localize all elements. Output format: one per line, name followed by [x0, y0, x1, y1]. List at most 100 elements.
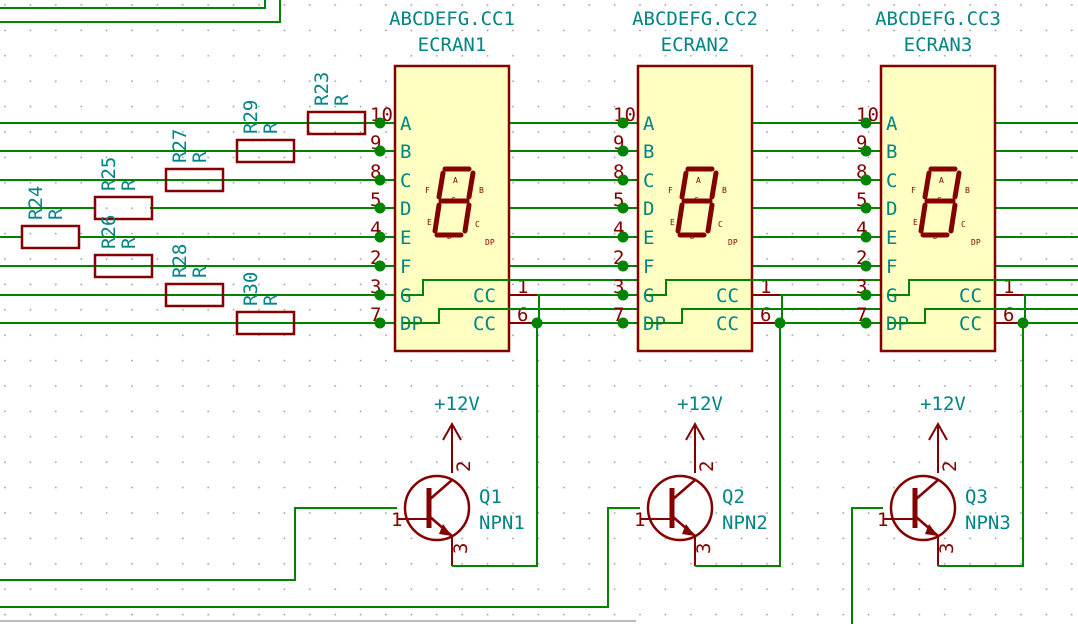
segment-letter: DP [485, 238, 495, 247]
pin-number: 1 [634, 509, 645, 531]
pin-number: 8 [856, 161, 867, 183]
pin-name: C [400, 170, 411, 192]
emitter-arrow [439, 524, 452, 536]
display-value: ECRAN3 [904, 34, 973, 56]
resistor-body [164, 282, 225, 308]
resistor-value: R [45, 208, 67, 220]
power-label: +12V [920, 393, 966, 415]
pin-number: 3 [450, 543, 472, 554]
junction-dot [860, 202, 872, 214]
pin-name: CC [716, 285, 739, 307]
pin-name: D [643, 198, 654, 220]
pin-number: 7 [856, 304, 867, 326]
emitter-cc-wire [695, 323, 781, 567]
resistor-ref: R26 [98, 215, 120, 249]
pin-number: 3 [936, 543, 958, 554]
collector-line [428, 479, 453, 501]
pin-name: F [400, 256, 411, 278]
segment [918, 202, 928, 234]
display-body [879, 64, 997, 353]
segment-letter: B [965, 186, 970, 195]
junction-dot [374, 260, 386, 272]
pin-name: B [886, 141, 897, 163]
segment-letter: F [668, 186, 673, 195]
transistor-body [646, 474, 714, 542]
display-value: ECRAN1 [418, 34, 487, 56]
pin-name: E [400, 227, 411, 249]
resistor-body [235, 138, 296, 164]
segment-letter: D [933, 232, 938, 241]
junction-dot [374, 174, 386, 186]
pin-name: C [643, 170, 654, 192]
segment [948, 202, 958, 234]
junction-dot [860, 289, 872, 301]
resistor-body [306, 110, 367, 136]
junction-dot [374, 289, 386, 301]
transistor-body [403, 474, 471, 542]
segment-letter: DP [971, 238, 981, 247]
pin-number: 1 [760, 276, 771, 298]
pin-name: D [886, 198, 897, 220]
collector-line [914, 479, 939, 501]
segment-letter: E [913, 218, 918, 227]
segment [462, 202, 472, 234]
top-frame-wires [0, 0, 281, 23]
pin-number: 3 [370, 276, 381, 298]
junction-dot [617, 117, 629, 129]
emitter-arrow [925, 524, 938, 536]
transistor-body [889, 474, 957, 542]
segment-letter: G [937, 196, 942, 205]
pin-number: 8 [613, 161, 624, 183]
pin-number: 9 [370, 132, 381, 154]
display-ref: ABCDEFG.CC2 [632, 8, 758, 30]
junction-dot [374, 117, 386, 129]
resistor-body [93, 195, 154, 221]
transistor-value: NPN1 [479, 512, 525, 534]
junction-dot [617, 260, 629, 272]
resistor-body [235, 310, 296, 336]
pin-number: 4 [370, 218, 381, 240]
resistor-value: R [118, 179, 140, 191]
display-ref: ABCDEFG.CC1 [389, 8, 515, 30]
segment-letter: C [475, 220, 480, 229]
segment-digit [918, 166, 962, 238]
pin-number: 7 [370, 304, 381, 326]
pin-name: A [400, 113, 412, 135]
pin-number: 3 [613, 276, 624, 298]
pin-name: F [643, 256, 654, 278]
display-ref: ABCDEFG.CC3 [875, 8, 1001, 30]
pin-number: 6 [1003, 304, 1014, 326]
pin-number: 9 [613, 132, 624, 154]
resistor-value: R [260, 294, 282, 306]
junction-dot [860, 260, 872, 272]
cc-link-wire [537, 294, 540, 323]
pin-name: CC [473, 313, 496, 335]
junction-dot [617, 317, 629, 329]
emitter-cc-wire [452, 323, 538, 567]
pin-number: 4 [613, 218, 624, 240]
resistor-body [20, 224, 81, 250]
junction-dot [617, 145, 629, 157]
pin-number: 2 [696, 461, 718, 472]
base-wire [0, 507, 397, 581]
segment-letter: D [447, 232, 452, 241]
junction-dot [617, 231, 629, 243]
pin-name: A [886, 113, 898, 135]
pin-name: F [886, 256, 897, 278]
pin-number: 2 [613, 247, 624, 269]
segment [952, 170, 962, 200]
pin-number: 3 [693, 543, 715, 554]
pin-number: 1 [1003, 276, 1014, 298]
pin-name: CC [716, 313, 739, 335]
pin-name: D [400, 198, 411, 220]
pin-number: 7 [613, 304, 624, 326]
resistor-body [164, 167, 225, 193]
power-label: +12V [434, 393, 480, 415]
pin-number: 5 [613, 189, 624, 211]
